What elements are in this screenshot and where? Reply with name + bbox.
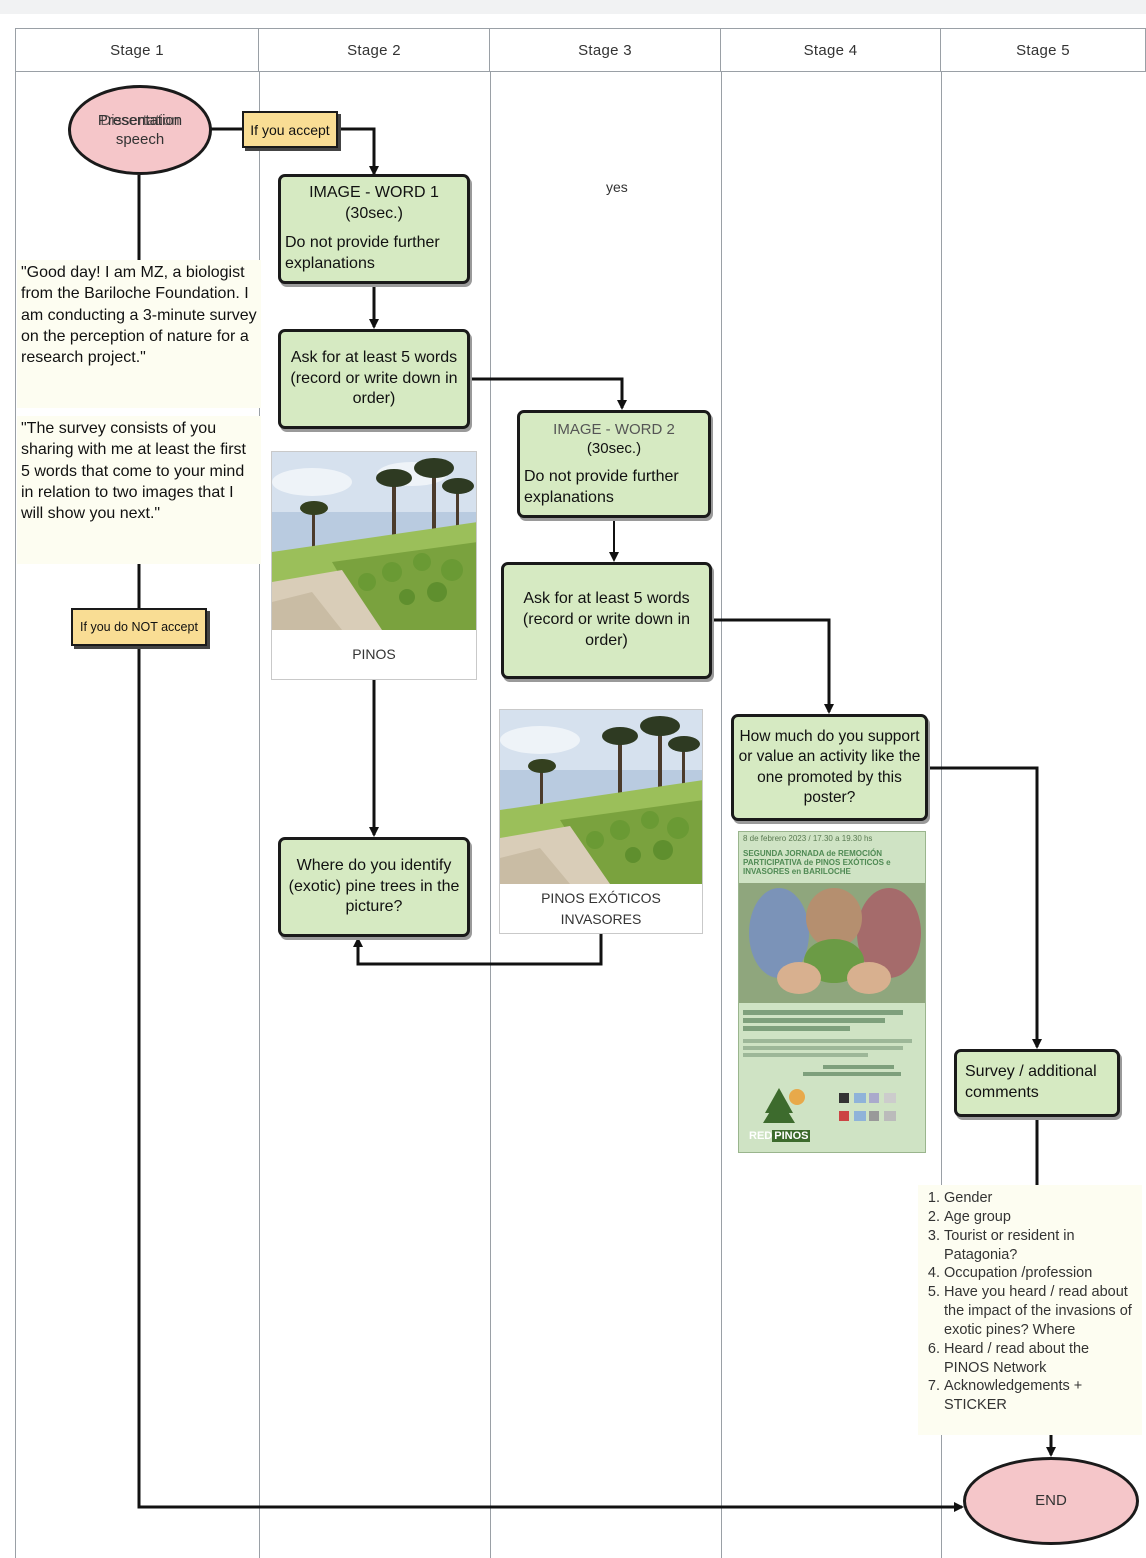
connector-notaccept-end [137, 648, 964, 1512]
connector-photo2-identify [353, 934, 603, 966]
lane-stage-4 [721, 28, 941, 1558]
lane-stage-3 [490, 28, 721, 1558]
tag-if-you-accept: If you accept [242, 111, 338, 148]
photo-pinos-exoticos-caption: PINOS EXÓTICOS INVASORES [541, 884, 661, 933]
poster-logo-pinos: PINOS [772, 1130, 811, 1142]
lane-stage-2 [259, 28, 490, 1558]
yes-label: yes [606, 179, 628, 195]
stage-header-4: Stage 4 [721, 28, 941, 72]
photo-pinos-caption: PINOS [352, 646, 396, 662]
connector-ask2-support [711, 618, 834, 714]
poster-hands-photo [739, 882, 925, 1003]
image-word-2-title: IMAGE - WORD 2 [553, 420, 675, 438]
image-word-2-box: IMAGE - WORD 2 (30sec.) Do not provide f… [517, 410, 711, 518]
photo-pinos: PINOS [271, 451, 477, 680]
photo-pinos-exoticos: PINOS EXÓTICOS INVASORES [499, 709, 703, 934]
photo-2-caption-line-1: PINOS EXÓTICOS [541, 889, 661, 906]
question-item: Have you heard / read about the impact o… [944, 1283, 1136, 1340]
lane-stage-5 [941, 28, 1146, 1558]
top-bar [0, 0, 1146, 14]
image-word-2-duration: (30sec.) [586, 440, 642, 458]
stage-header-1: Stage 1 [15, 28, 259, 72]
connector-ask1-image2 [468, 377, 627, 410]
question-item: Heard / read about the PINOS Network [944, 1340, 1136, 1378]
question-item: Tourist or resident in Patagonia? [944, 1227, 1136, 1265]
question-item: Acknowledgements + STICKER [944, 1377, 1136, 1415]
end-terminal: END [963, 1457, 1139, 1545]
support-question-box: How much do you support or value an acti… [731, 714, 928, 821]
pine-landscape-illustration [272, 452, 476, 630]
poster-heading: SEGUNDA JORNADA de REMOCIÓN PARTICIPATIV… [743, 849, 891, 877]
invasive-pine-illustration [500, 710, 702, 884]
poster-logos [763, 1087, 896, 1123]
image-word-1-title: IMAGE - WORD 1 [309, 184, 439, 202]
stage-header-3: Stage 3 [490, 28, 721, 72]
start-terminal: Presentation Dissertation speech [68, 85, 212, 175]
lane-stage-1 [15, 28, 259, 1558]
event-poster: 8 de febrero 2023 / 17.30 a 19.30 hs SEG… [738, 831, 926, 1153]
survey-comments-box: Survey / additional comments [954, 1049, 1120, 1117]
invasive-pine-image [500, 710, 702, 884]
ask-words-1-box: Ask for at least 5 words (record or writ… [278, 329, 470, 429]
intro-text-2: "The survey consists of you sharing with… [17, 416, 261, 564]
survey-questions-list: Gender Age group Tourist or resident in … [918, 1185, 1142, 1435]
image-word-1-duration: (30sec.) [345, 205, 403, 223]
question-item: Occupation /profession [944, 1264, 1136, 1283]
photo-2-caption-line-2: INVASORES [560, 910, 642, 927]
question-item: Age group [944, 1208, 1136, 1227]
stage-header-2: Stage 2 [259, 28, 490, 72]
poster-date: 8 de febrero 2023 / 17.30 a 19.30 hs [743, 834, 873, 843]
connector-accept-image1 [338, 127, 379, 176]
intro-text-1: "Good day! I am MZ, a biologist from the… [17, 260, 261, 408]
connector-support-survey [927, 766, 1042, 1049]
identify-pines-box: Where do you identify (exotic) pine tree… [278, 837, 470, 937]
start-label-b: Dissertation [100, 111, 180, 129]
image-word-2-note: Do not provide further explanations [524, 467, 679, 506]
tag-if-you-do-not-accept: If you do NOT accept [71, 608, 207, 646]
image-word-1-note: Do not provide further explanations [285, 234, 440, 272]
stage-header-5: Stage 5 [941, 28, 1146, 72]
start-label-a: Presentation [97, 111, 183, 129]
poster-logo-red: RED [749, 1130, 773, 1142]
image-word-1-box: IMAGE - WORD 1 (30sec.) Do not provide f… [278, 174, 470, 284]
ask-words-2-box: Ask for at least 5 words (record or writ… [501, 562, 712, 679]
question-item: Gender [944, 1189, 1136, 1208]
pine-forest-image [272, 452, 476, 630]
start-label-c: speech [115, 130, 165, 148]
